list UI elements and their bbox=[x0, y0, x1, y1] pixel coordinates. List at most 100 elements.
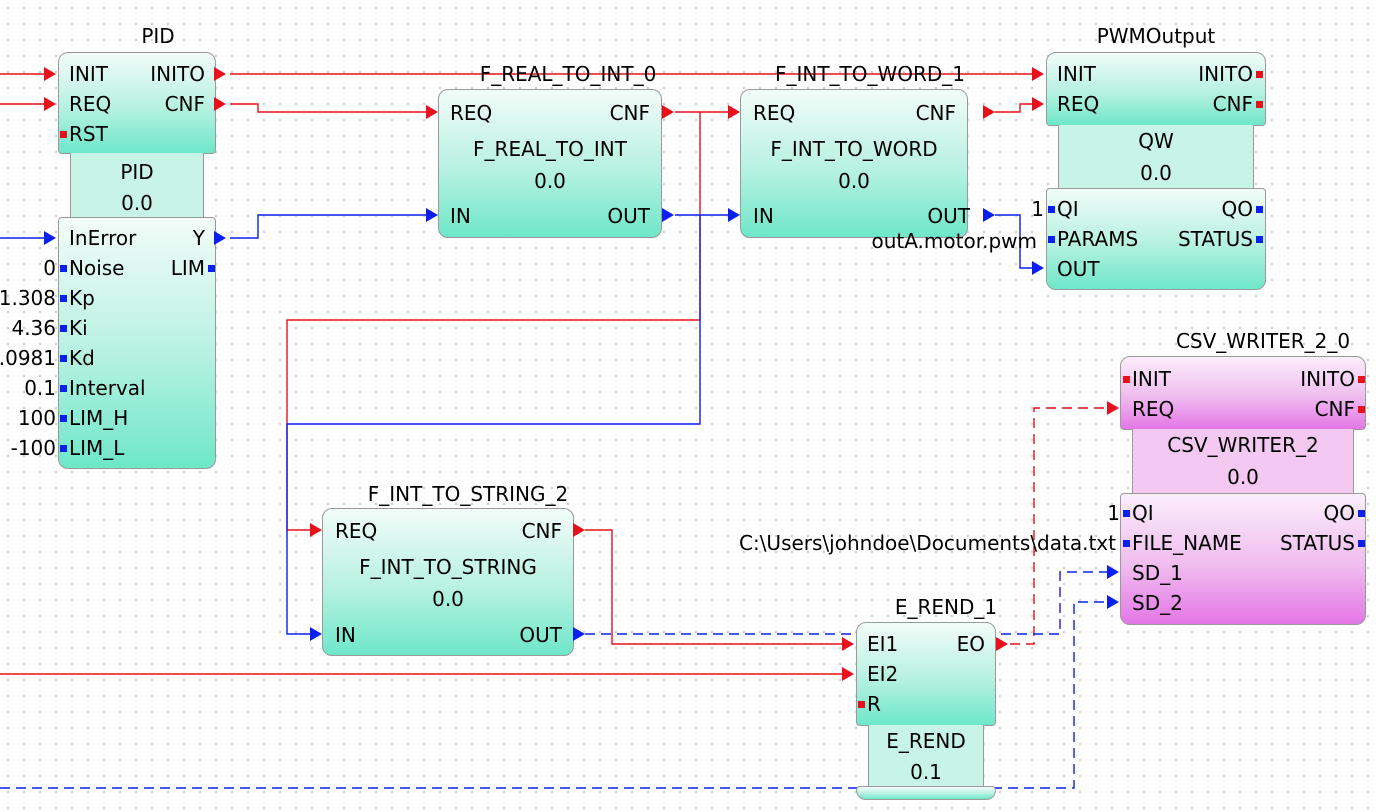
data-output-y: Y bbox=[192, 226, 205, 250]
block-body bbox=[438, 89, 662, 238]
event-output-port[interactable] bbox=[1358, 376, 1365, 383]
data-input-kp: Kp bbox=[69, 286, 95, 310]
event-input-rst: RST bbox=[69, 122, 108, 146]
data-input-port[interactable] bbox=[1048, 236, 1055, 243]
data-output-arrow[interactable] bbox=[662, 208, 674, 222]
data-input-inerror: InError bbox=[69, 226, 137, 250]
data-input-kd: Kd bbox=[69, 346, 95, 370]
block-body bbox=[740, 89, 968, 238]
data-input-port[interactable] bbox=[1123, 540, 1130, 547]
data-input-arrow[interactable] bbox=[44, 231, 56, 245]
data-output-arrow[interactable] bbox=[573, 627, 585, 641]
data-input-port[interactable] bbox=[60, 355, 67, 362]
event-input-arrow[interactable] bbox=[1107, 401, 1119, 415]
block-version: 0.0 bbox=[432, 587, 464, 611]
data-output-arrow[interactable] bbox=[983, 208, 995, 222]
parameter-value-qi[interactable]: 1 bbox=[1107, 501, 1120, 525]
data-output-port[interactable] bbox=[208, 265, 215, 272]
event-output-port[interactable] bbox=[1256, 71, 1263, 78]
parameter-value-lim-h[interactable]: 100 bbox=[17, 406, 56, 430]
event-output-arrow[interactable] bbox=[573, 523, 585, 537]
data-output-out: OUT bbox=[607, 204, 650, 228]
event-output-arrow[interactable] bbox=[983, 105, 995, 119]
event-input-arrow[interactable] bbox=[44, 97, 56, 111]
event-input-arrow[interactable] bbox=[1032, 97, 1044, 111]
data-input-port[interactable] bbox=[60, 325, 67, 332]
event-input-arrow[interactable] bbox=[842, 667, 854, 681]
data-input-port[interactable] bbox=[60, 265, 67, 272]
event-output-port[interactable] bbox=[1256, 101, 1263, 108]
data-input-arrow[interactable] bbox=[426, 208, 438, 222]
event-input-arrow[interactable] bbox=[310, 523, 322, 537]
data-output-out: OUT bbox=[927, 204, 970, 228]
data-input-arrow[interactable] bbox=[728, 208, 740, 222]
block-instance-name: F_REAL_TO_INT_0 bbox=[479, 62, 657, 86]
data-input-noise: Noise bbox=[69, 256, 125, 280]
data-input-interval: Interval bbox=[69, 376, 146, 400]
event-output-arrow[interactable] bbox=[662, 105, 674, 119]
data-output-port[interactable] bbox=[1256, 236, 1263, 243]
block-instance-name: PID bbox=[141, 24, 175, 48]
data-input-in: IN bbox=[335, 623, 356, 647]
data-input-qi: QI bbox=[1057, 197, 1079, 221]
event-section bbox=[1120, 356, 1366, 430]
data-input-port[interactable] bbox=[60, 385, 67, 392]
parameter-value-kp[interactable]: 1.308 bbox=[0, 286, 56, 310]
event-output-port[interactable] bbox=[1358, 406, 1365, 413]
event-input-init: INIT bbox=[1057, 62, 1096, 86]
data-output-port[interactable] bbox=[1358, 540, 1365, 547]
data-input-port[interactable] bbox=[60, 295, 67, 302]
parameter-value-file-name[interactable]: C:\Users\johndoe\Documents\data.txt bbox=[738, 531, 1116, 555]
event-input-arrow[interactable] bbox=[842, 637, 854, 651]
parameter-value-params[interactable]: outA.motor.pwm bbox=[871, 229, 1037, 253]
parameter-value-interval[interactable]: 0.1 bbox=[24, 376, 56, 400]
data-output-status: STATUS bbox=[1279, 531, 1355, 555]
data-input-port[interactable] bbox=[1123, 510, 1130, 517]
parameter-value-kd[interactable]: .0981 bbox=[0, 346, 56, 370]
data-output-arrow[interactable] bbox=[214, 231, 226, 245]
event-section bbox=[856, 622, 996, 726]
data-input-arrow[interactable] bbox=[310, 627, 322, 641]
event-input-port[interactable] bbox=[1123, 376, 1130, 383]
data-input-arrow[interactable] bbox=[1032, 261, 1044, 275]
block-type-name: F_INT_TO_STRING bbox=[359, 555, 537, 579]
data-input-port[interactable] bbox=[1048, 206, 1055, 213]
data-input-in: IN bbox=[450, 204, 471, 228]
data-input-port[interactable] bbox=[60, 445, 67, 452]
data-input-lim-l: LIM_L bbox=[69, 436, 125, 460]
event-output-eo: EO bbox=[956, 632, 985, 656]
event-input-port[interactable] bbox=[858, 701, 865, 708]
event-output-inito: INITO bbox=[150, 62, 205, 86]
parameter-value-noise[interactable]: 0 bbox=[43, 256, 56, 280]
data-output-port[interactable] bbox=[1256, 206, 1263, 213]
event-input-arrow[interactable] bbox=[728, 105, 740, 119]
block-waist bbox=[1132, 429, 1354, 494]
data-output-port[interactable] bbox=[1358, 510, 1365, 517]
event-output-cnf: CNF bbox=[521, 519, 562, 543]
event-input-req: REQ bbox=[753, 101, 796, 125]
event-output-cnf: CNF bbox=[1314, 397, 1355, 421]
data-input-arrow[interactable] bbox=[1107, 595, 1119, 609]
parameter-value-qi[interactable]: 1 bbox=[1031, 197, 1044, 221]
parameter-value-ki[interactable]: 4.36 bbox=[11, 316, 56, 340]
event-output-arrow[interactable] bbox=[996, 637, 1008, 651]
data-input-port[interactable] bbox=[60, 415, 67, 422]
block-type-name: QW bbox=[1138, 129, 1174, 153]
event-input-init: INIT bbox=[69, 62, 108, 86]
data-output-qo: QO bbox=[1221, 197, 1253, 221]
event-output-inito: INITO bbox=[1198, 62, 1253, 86]
event-input-port[interactable] bbox=[60, 131, 67, 138]
data-input-qi: QI bbox=[1132, 501, 1154, 525]
data-output-status: STATUS bbox=[1177, 227, 1253, 251]
data-wire-string-out-to-csv-sd1 bbox=[585, 571, 1110, 635]
event-input-init: INIT bbox=[1132, 367, 1171, 391]
event-input-arrow[interactable] bbox=[44, 67, 56, 81]
parameter-value-lim-l[interactable]: -100 bbox=[10, 436, 56, 460]
data-input-arrow[interactable] bbox=[1107, 565, 1119, 579]
data-output-qo: QO bbox=[1323, 501, 1355, 525]
event-input-arrow[interactable] bbox=[426, 105, 438, 119]
event-output-arrow[interactable] bbox=[214, 97, 226, 111]
event-input-arrow[interactable] bbox=[1032, 67, 1044, 81]
event-input-ei1: EI1 bbox=[867, 632, 899, 656]
event-output-arrow[interactable] bbox=[214, 67, 226, 81]
